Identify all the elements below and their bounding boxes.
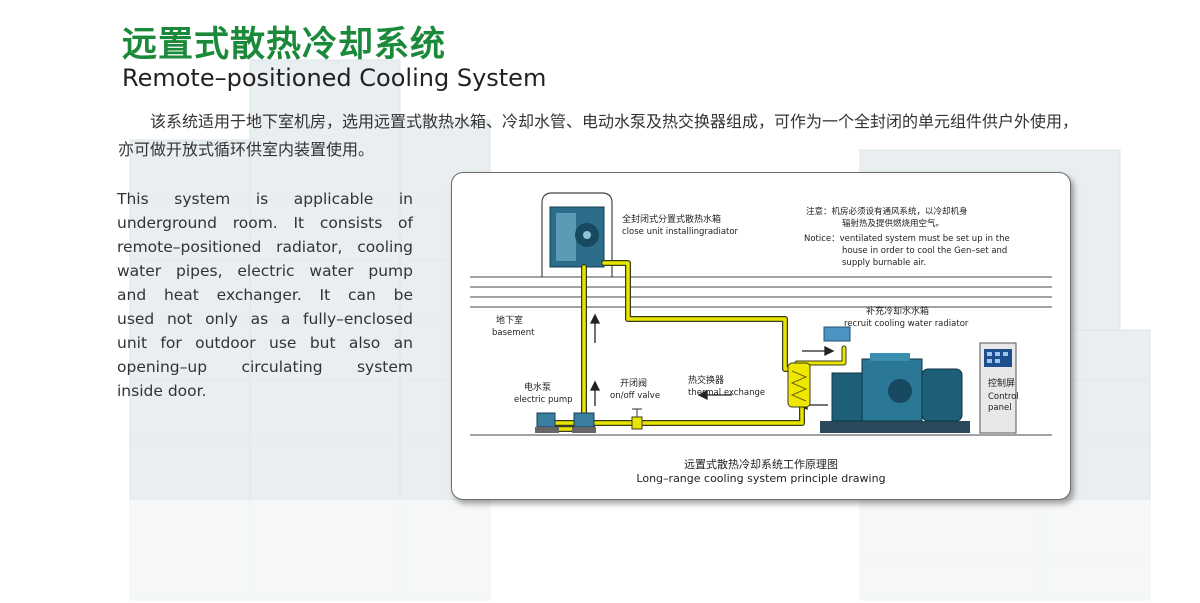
radiator-label-cn: 全封闭式分置式散热水箱 (622, 215, 722, 225)
radiator-label-en: close unit installingradiator (622, 227, 739, 237)
recruit-tank-label-en: recruit cooling water radiator (844, 319, 969, 329)
description-line: used not only as a fully–enclosed (117, 310, 413, 328)
control-panel-label-en: panel (988, 403, 1012, 413)
exchanger-label-en: thermal exchange (688, 388, 766, 398)
valve-label-cn: 开闭阀 (620, 379, 648, 389)
page-subtitle: Remote–positioned Cooling System (122, 64, 547, 92)
notice-en-line: Notice：ventilated system must be set up … (804, 234, 1010, 244)
recruit-water-tank (823, 326, 851, 342)
notice-cn-line: 注意：机房必须设有通风系统，以冷却机身 (806, 207, 968, 217)
description-chinese: 该系统适用于地下室机房，选用远置式散热水箱、冷却水管、电动水泵及热交换器组成，可… (118, 112, 1079, 159)
page-title: 远置式散热冷却系统 (122, 25, 447, 65)
description-line: opening–up circulating system (117, 358, 413, 376)
cooling-system-diagram: 全封闭式分置式散热水箱 close unit installingradiato… (451, 172, 1071, 500)
description-line: underground room. It consists of (117, 214, 413, 232)
description-line: This system is applicable in (117, 190, 413, 208)
description-line: remote–positioned radiator, cooling (117, 238, 413, 256)
notice-en-line: supply burnable air. (842, 258, 927, 268)
pump-label-en: electric pump (514, 395, 573, 405)
description-line: and heat exchanger. It can be (117, 286, 413, 304)
on-off-valve (631, 408, 643, 430)
generator-set (820, 353, 970, 433)
rooftop-housing (541, 192, 613, 277)
control-panel-label-en: Control (988, 392, 1019, 402)
pump-label-cn: 电水泵 (524, 383, 552, 393)
heat-exchanger (787, 362, 811, 408)
exchanger-label-cn: 热交换器 (688, 376, 725, 386)
control-panel (979, 342, 1017, 434)
valve-label-en: on/off valve (610, 391, 661, 401)
notice-cn-line: 辐射热及提供燃烧用空气。 (842, 219, 945, 229)
control-panel-label-cn: 控制屏 (988, 379, 1016, 389)
diagram-caption-en: Long–range cooling system principle draw… (636, 472, 886, 485)
diagram-caption-cn: 远置式散热冷却系统工作原理图 (684, 458, 838, 471)
basement-label-cn: 地下室 (496, 316, 524, 326)
remote-radiator (549, 206, 605, 268)
description-english: This system is applicable in underground… (117, 187, 413, 403)
recruit-tank-label-cn: 补充冷却水水箱 (866, 307, 930, 317)
electric-pump (535, 412, 596, 433)
notice-en-line: house in order to cool the Gen–set and (842, 246, 1008, 256)
description-line: water pipes, electric water pump (117, 262, 413, 280)
diagram-drawing (470, 192, 1052, 436)
description-line: unit for outdoor use but also an (117, 334, 413, 352)
basement-label-en: basement (492, 328, 535, 338)
description-line: inside door. (117, 382, 207, 400)
